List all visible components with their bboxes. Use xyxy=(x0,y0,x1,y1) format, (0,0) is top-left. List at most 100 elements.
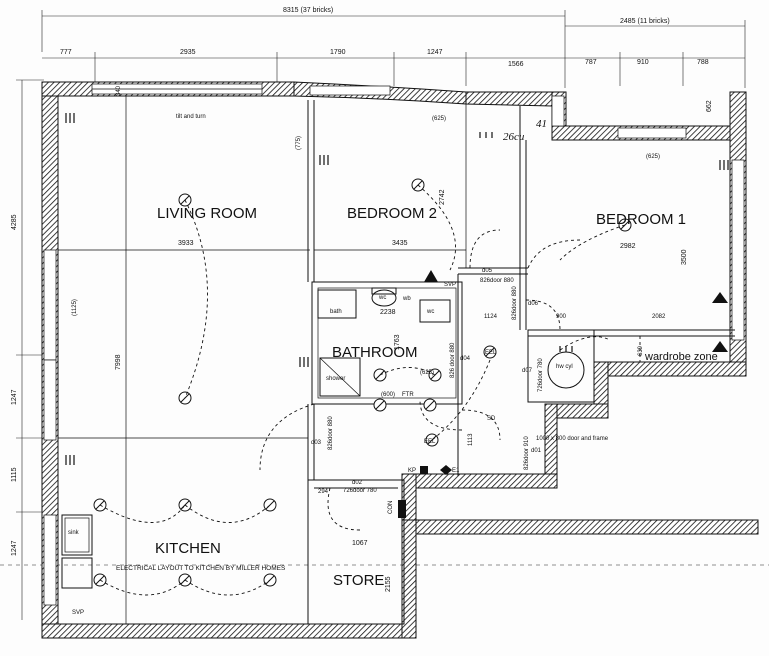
socket-icon xyxy=(479,132,493,138)
left-dimension-lines xyxy=(0,79,769,620)
overall-width-dimension: 8315 (37 bricks) xyxy=(283,7,333,14)
dim-bath-width: 2238 xyxy=(380,309,396,316)
left-dim-2: 1247 xyxy=(11,389,18,405)
label-d05: d05 xyxy=(482,268,493,274)
door-swings xyxy=(259,229,581,531)
dim-living-width: 3933 xyxy=(178,240,194,247)
socket-icon xyxy=(559,346,573,352)
socket-icon xyxy=(719,160,729,170)
dim-294: 294 xyxy=(318,489,329,495)
dim-hall: 1124 xyxy=(484,314,498,320)
room-bathroom: BATHROOM xyxy=(332,344,418,361)
label-d02: d02 xyxy=(352,480,363,486)
top-dim-2: 2935 xyxy=(180,49,196,56)
light-point-icon xyxy=(263,498,277,512)
label-eel-2: EEL xyxy=(424,439,436,445)
light-point-icon xyxy=(373,398,387,412)
dim-bed1-width: 2982 xyxy=(620,243,636,250)
room-bedroom-1: BEDROOM 1 xyxy=(596,211,686,228)
room-store: STORE xyxy=(333,572,384,589)
kitchen-note: ELECTRICAL LAYOUT TO KITCHEN BY MILLER H… xyxy=(116,565,286,572)
label-svp-kitchen: SVP xyxy=(72,610,84,616)
triangle-markers xyxy=(398,270,728,518)
room-bedroom-2: BEDROOM 2 xyxy=(347,205,437,222)
label-wc-2: wc xyxy=(426,309,434,315)
top-dim-1: 777 xyxy=(60,49,72,56)
socket-markers xyxy=(65,113,729,465)
light-point-icon xyxy=(423,398,437,412)
label-d03: d03 xyxy=(311,440,322,446)
dim-bed1-height: 3500 xyxy=(681,249,688,265)
label-kp: KP xyxy=(408,468,416,474)
top-dim-8: 788 xyxy=(697,59,709,66)
label-bath: bath xyxy=(330,309,342,315)
label-shower: shower xyxy=(326,376,345,382)
dim-window-1125: (1125) xyxy=(72,299,78,316)
label-eel-1: EEL xyxy=(485,350,497,356)
label-d07: d07 xyxy=(522,368,533,374)
interior-walls xyxy=(307,100,735,625)
label-svp-bath: SVP xyxy=(444,282,456,288)
dim-hall-2: 1113 xyxy=(468,433,474,446)
label-wb: wb xyxy=(402,296,411,302)
door-label-d05: 826door 880 xyxy=(480,278,514,284)
left-dim-3: 1115 xyxy=(11,467,18,482)
right-dim: 662 xyxy=(706,100,713,112)
dim-store-width: 1067 xyxy=(352,540,368,547)
label-d01: d01 xyxy=(531,448,542,454)
label-ftr: FTR xyxy=(402,392,414,398)
label-sd: SD xyxy=(487,416,496,422)
room-living-room: LIVING ROOM xyxy=(157,205,257,222)
door-label-d03: 826door 880 xyxy=(328,416,334,450)
handwritten-note-2: 41 xyxy=(536,118,547,130)
top-dim-4: 1247 xyxy=(427,49,443,56)
label-d04: d04 xyxy=(460,356,471,362)
dim-340: 340 xyxy=(116,85,122,96)
dim-625-b: (625) xyxy=(646,154,660,160)
top-dim-6: 787 xyxy=(585,59,597,66)
label-hw-cyl: hw cyl xyxy=(556,364,573,370)
left-dim-1: 4285 xyxy=(11,214,18,230)
door-label-d06: 826door 880 xyxy=(512,286,518,320)
door-label-d07: 726door 780 xyxy=(538,358,544,392)
door-label-d01: 826door 910 xyxy=(524,436,530,470)
dim-625-a: (625) xyxy=(432,116,446,122)
door-label-d02: 726door 780 xyxy=(343,488,377,494)
door-label-d04: 826 door 880 xyxy=(450,342,456,378)
windows xyxy=(43,83,745,606)
room-kitchen: KITCHEN xyxy=(155,540,221,557)
dim-living-height: 7998 xyxy=(115,354,122,370)
dim-900: 900 xyxy=(556,314,567,320)
label-d06: d06 xyxy=(528,301,539,307)
left-dim-4: 1247 xyxy=(11,540,18,556)
dim-store-height: 2155 xyxy=(385,576,392,592)
light-point-icon xyxy=(428,368,442,382)
dim-625-c: (625) xyxy=(420,370,434,376)
dim-window-775: (775) xyxy=(296,136,302,150)
top-dimension-lines xyxy=(41,10,746,88)
label-sink: sink xyxy=(68,530,80,536)
right-width-dimension: 2485 (11 bricks) xyxy=(620,18,670,25)
fixtures xyxy=(61,287,585,589)
socket-icon xyxy=(319,155,329,165)
top-dim-5: 1566 xyxy=(508,61,524,68)
top-dim-3: 1790 xyxy=(330,49,346,56)
label-tilt-and-turn: tilt and turn xyxy=(176,114,206,120)
top-dim-7: 910 xyxy=(637,59,649,66)
socket-icon xyxy=(299,357,309,367)
dim-bath-height: 1763 xyxy=(394,334,401,350)
wiring xyxy=(99,184,626,596)
guide-lines xyxy=(58,96,467,624)
light-point-icon xyxy=(483,345,497,359)
hall-door-note: 1000 x 800 door and frame xyxy=(536,436,609,442)
room-wardrobe-zone: wardrobe zone xyxy=(644,351,718,363)
label-e1: E1 xyxy=(452,468,460,474)
label-wc: wc xyxy=(378,295,386,301)
socket-icon xyxy=(65,113,75,123)
dim-600: (600) xyxy=(381,392,395,398)
dim-639: 639 xyxy=(638,345,644,356)
dim-bed1-lower: 2082 xyxy=(652,314,666,320)
